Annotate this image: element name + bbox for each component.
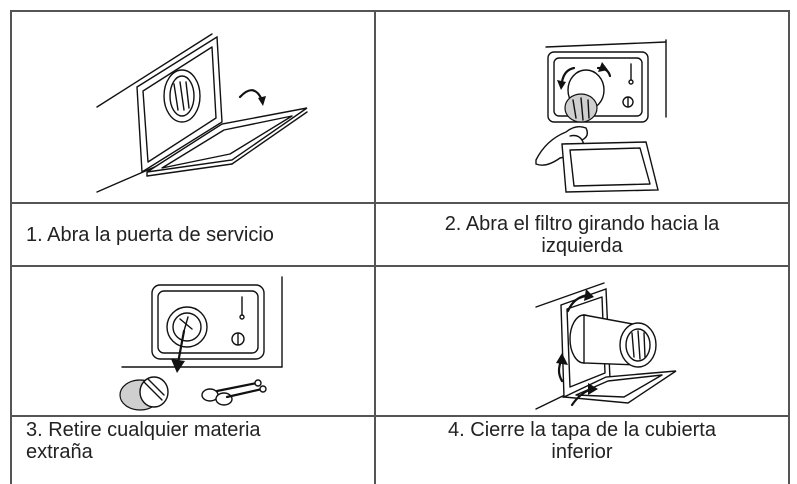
table-row-line-3 bbox=[10, 415, 790, 417]
table-row-line-2 bbox=[10, 265, 790, 267]
service-door-open-icon bbox=[96, 33, 308, 193]
table-row-line-1 bbox=[10, 202, 790, 204]
step-2-illustration bbox=[376, 12, 788, 202]
step-1-illustration bbox=[12, 12, 374, 202]
table-border-top bbox=[10, 10, 790, 12]
step-1-caption: 1. Abra la puerta de servicio bbox=[26, 223, 274, 246]
remove-debris-icon bbox=[119, 276, 283, 411]
table-divider-middle bbox=[374, 10, 376, 484]
step-3-caption: 3. Retire cualquier materia extraña bbox=[26, 419, 261, 463]
close-cover-icon bbox=[535, 282, 677, 410]
table-border-right bbox=[788, 10, 790, 484]
table-border-left bbox=[10, 10, 12, 484]
turn-filter-icon bbox=[535, 39, 667, 193]
step-2-caption: 2. Abra el filtro girando hacia la izqui… bbox=[444, 212, 720, 257]
instruction-table: 1. Abra la puerta de servicio 2. Abra el… bbox=[10, 10, 790, 484]
step-3-illustration bbox=[12, 267, 374, 415]
step-4-illustration bbox=[376, 267, 788, 415]
step-4-caption: 4. Cierre la tapa de la cubierta inferio… bbox=[448, 419, 716, 463]
